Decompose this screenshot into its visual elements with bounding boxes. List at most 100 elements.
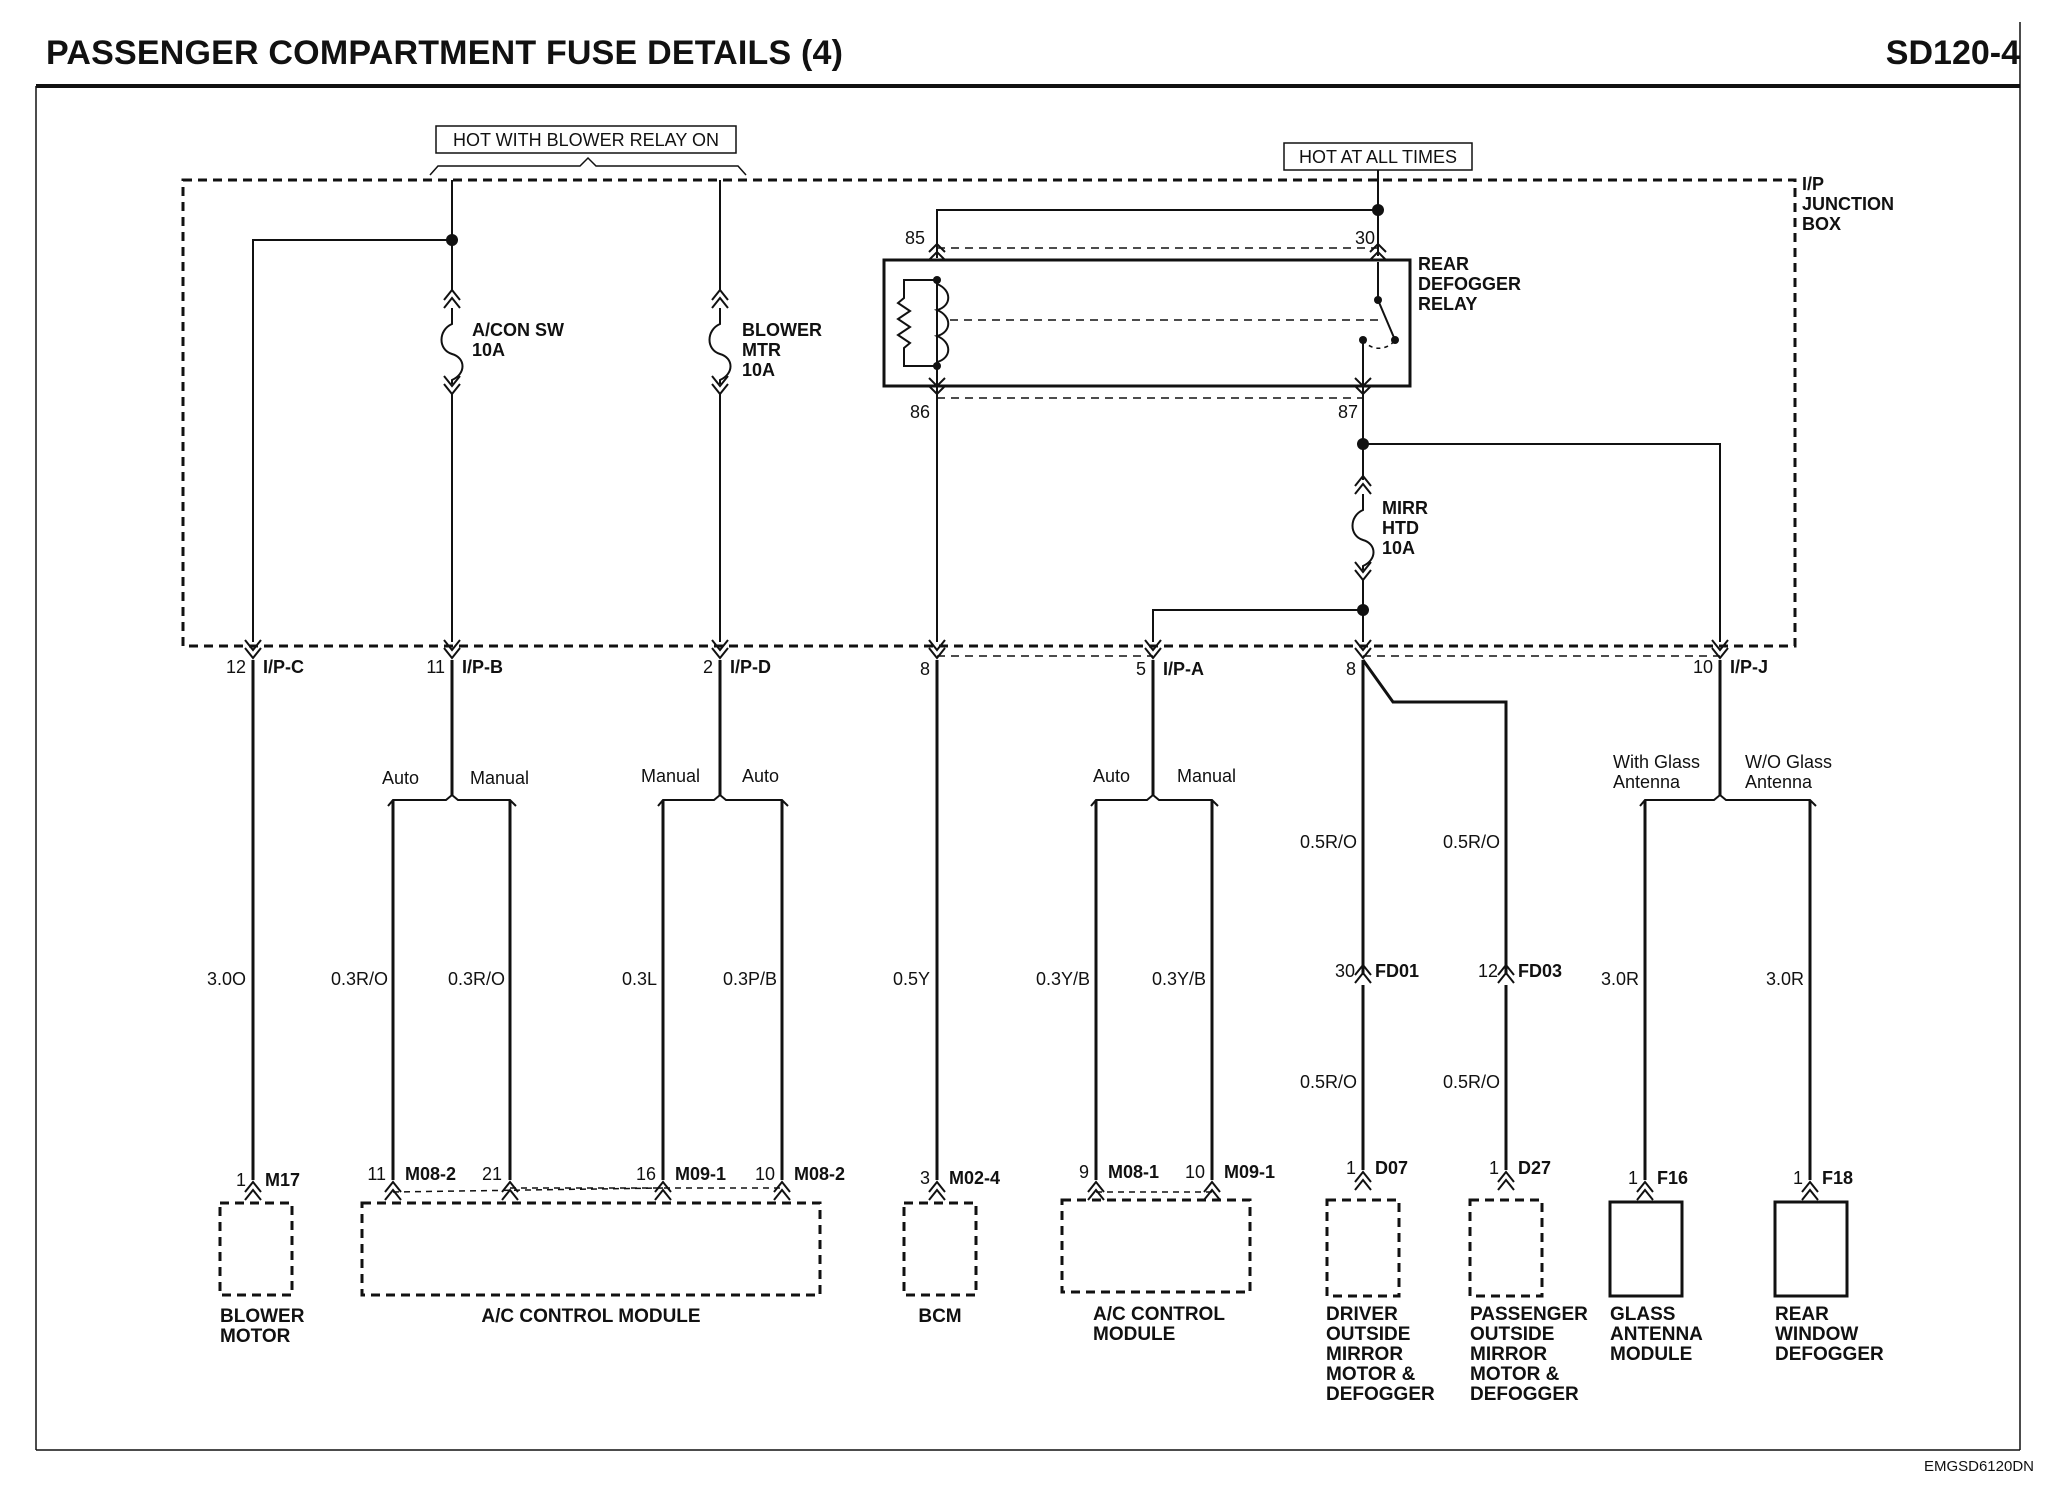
pin-mir-num: 8 bbox=[1346, 659, 1356, 679]
pin-ipa-num: 5 bbox=[1136, 659, 1146, 679]
wire-label-12: 3.0R bbox=[1766, 969, 1804, 989]
pin-ipd-num: 2 bbox=[703, 657, 713, 677]
conn-d07-num: 1 bbox=[1346, 1158, 1356, 1178]
rear-defogger-label-3: DEFOGGER bbox=[1775, 1344, 1884, 1365]
rear-defogger-label-2: WINDOW bbox=[1775, 1324, 1858, 1345]
fuse-acon-label-1: A/CON SW bbox=[472, 320, 564, 340]
branch-ipd-manual: Manual bbox=[641, 766, 700, 786]
wire-label-7: 0.3Y/B bbox=[1036, 969, 1090, 989]
fd01-label: FD01 bbox=[1375, 961, 1419, 981]
pin-ipb-num: 11 bbox=[426, 657, 445, 677]
conn-m17: M17 bbox=[265, 1170, 300, 1190]
fuse-acon-icon bbox=[440, 288, 464, 396]
ac-control-module-2-label-2: MODULE bbox=[1093, 1324, 1175, 1345]
junction-box-label-3: BOX bbox=[1802, 214, 1841, 234]
pin-ipc-name: I/P-C bbox=[263, 657, 304, 677]
glass-antenna-label-3: MODULE bbox=[1610, 1344, 1692, 1365]
conn-m17-num: 1 bbox=[236, 1170, 246, 1190]
driver-mirror-label-4: MOTOR & bbox=[1326, 1364, 1416, 1385]
conn-m024-num: 3 bbox=[920, 1168, 930, 1188]
conn-m091a-num: 16 bbox=[636, 1164, 656, 1184]
junction-box-outline bbox=[181, 178, 1797, 648]
branch-wo-glass-1: W/O Glass bbox=[1745, 752, 1832, 772]
conn-m024: M02-4 bbox=[949, 1168, 1000, 1188]
fd03-num: 12 bbox=[1478, 961, 1498, 981]
splice-acon bbox=[446, 234, 458, 246]
relay-node-5 bbox=[1359, 336, 1367, 344]
hot-always-box bbox=[1283, 142, 1473, 171]
driver-mirror-box bbox=[1325, 1198, 1401, 1298]
fd03-label: FD03 bbox=[1518, 961, 1562, 981]
passenger-mirror-box bbox=[1468, 1198, 1544, 1298]
conn-f18-num: 1 bbox=[1793, 1168, 1803, 1188]
relay-pin-arrows bbox=[928, 242, 1387, 396]
footer-code: EMGSD6120DN bbox=[1923, 1458, 2034, 1475]
blower-motor-box bbox=[218, 1201, 294, 1297]
conn-m091a: M09-1 bbox=[675, 1164, 726, 1184]
wire-label-2: 0.3R/O bbox=[331, 969, 388, 989]
rear-defogger-box bbox=[1773, 1200, 1849, 1298]
wire-label-9b: 0.5R/O bbox=[1300, 1072, 1357, 1092]
branch-forks bbox=[387, 793, 1817, 807]
relay-label-2: DEFOGGER bbox=[1418, 274, 1521, 294]
passenger-mirror-label-3: MIRROR bbox=[1470, 1344, 1547, 1365]
fuse-mirr-label-3: 10A bbox=[1382, 538, 1415, 558]
wire-label-8: 0.3Y/B bbox=[1152, 969, 1206, 989]
conn-m091b-num: 10 bbox=[1185, 1162, 1205, 1182]
conn-m082a-num: 11 bbox=[367, 1164, 386, 1184]
relay-wiring bbox=[882, 170, 1412, 642]
harness-wires bbox=[251, 659, 1812, 1180]
branch-ipb-manual: Manual bbox=[470, 768, 529, 788]
relay-node-1 bbox=[933, 276, 941, 284]
wire-label-10a: 0.5R/O bbox=[1443, 832, 1500, 852]
bcm-label: BCM bbox=[918, 1306, 961, 1327]
conn-m082a: M08-2 bbox=[405, 1164, 456, 1184]
wire-label-5: 0.3P/B bbox=[723, 969, 777, 989]
conn-m082a-num2: 21 bbox=[482, 1164, 502, 1184]
blower-motor-label-1: BLOWER bbox=[220, 1306, 305, 1327]
relay-node-4 bbox=[1391, 336, 1399, 344]
junction-box-label-1: I/P bbox=[1802, 174, 1824, 194]
splice-30 bbox=[1372, 204, 1384, 216]
fuse-blower-label-1: BLOWER bbox=[742, 320, 822, 340]
ac-control-module-2-box bbox=[1060, 1198, 1252, 1294]
bottom-connector-arrows bbox=[244, 1170, 1819, 1201]
wire-label-6: 0.5Y bbox=[893, 969, 930, 989]
fuse-blower-label-2: MTR bbox=[742, 340, 781, 360]
branch-ipb-auto: Auto bbox=[382, 768, 419, 788]
page-title: PASSENGER COMPARTMENT FUSE DETAILS (4) bbox=[46, 34, 844, 72]
wire-label-3: 0.3R/O bbox=[448, 969, 505, 989]
hot-blower-label: HOT WITH BLOWER RELAY ON bbox=[453, 130, 719, 150]
conn-d27-num: 1 bbox=[1489, 1158, 1499, 1178]
junction-box-label-2: JUNCTION bbox=[1802, 194, 1894, 214]
pin-ipd-name: I/P-D bbox=[730, 657, 771, 677]
relay-pin-86: 86 bbox=[910, 402, 930, 422]
splice-mirr bbox=[1357, 604, 1369, 616]
wire-label-11: 3.0R bbox=[1601, 969, 1639, 989]
branch-with-glass-2: Antenna bbox=[1613, 772, 1681, 792]
hot-always-label: HOT AT ALL TIMES bbox=[1299, 147, 1457, 167]
wire-label-9a: 0.5R/O bbox=[1300, 832, 1357, 852]
relay-node-2 bbox=[933, 362, 941, 370]
driver-mirror-label-1: DRIVER bbox=[1326, 1304, 1398, 1325]
fuse-acon-label-2: 10A bbox=[472, 340, 505, 360]
glass-antenna-label-2: ANTENNA bbox=[1610, 1324, 1703, 1345]
hot-blower-box bbox=[435, 125, 737, 154]
ac-control-module-2-label-1: A/C CONTROL bbox=[1093, 1304, 1225, 1325]
fd01-num: 30 bbox=[1335, 961, 1355, 981]
jb-pin-arrows bbox=[244, 639, 1729, 660]
rear-defogger-label-1: REAR bbox=[1775, 1304, 1829, 1325]
conn-d27: D27 bbox=[1518, 1158, 1551, 1178]
hot-blower-brace bbox=[429, 156, 747, 176]
ac-tie-2 bbox=[392, 1187, 664, 1193]
driver-mirror-label-5: DEFOGGER bbox=[1326, 1384, 1435, 1405]
conn-d07: D07 bbox=[1375, 1158, 1408, 1178]
conn-m091b: M09-1 bbox=[1224, 1162, 1275, 1182]
pin-bcm-num: 8 bbox=[920, 659, 930, 679]
conn-m082b: M08-2 bbox=[794, 1164, 845, 1184]
ac-control-module-1-label: A/C CONTROL MODULE bbox=[481, 1306, 700, 1327]
conn-m082b-num: 10 bbox=[755, 1164, 775, 1184]
pin-ipj-num: 10 bbox=[1693, 657, 1713, 677]
branch-ipa-auto: Auto bbox=[1093, 766, 1130, 786]
relay-pin-30: 30 bbox=[1355, 228, 1375, 248]
